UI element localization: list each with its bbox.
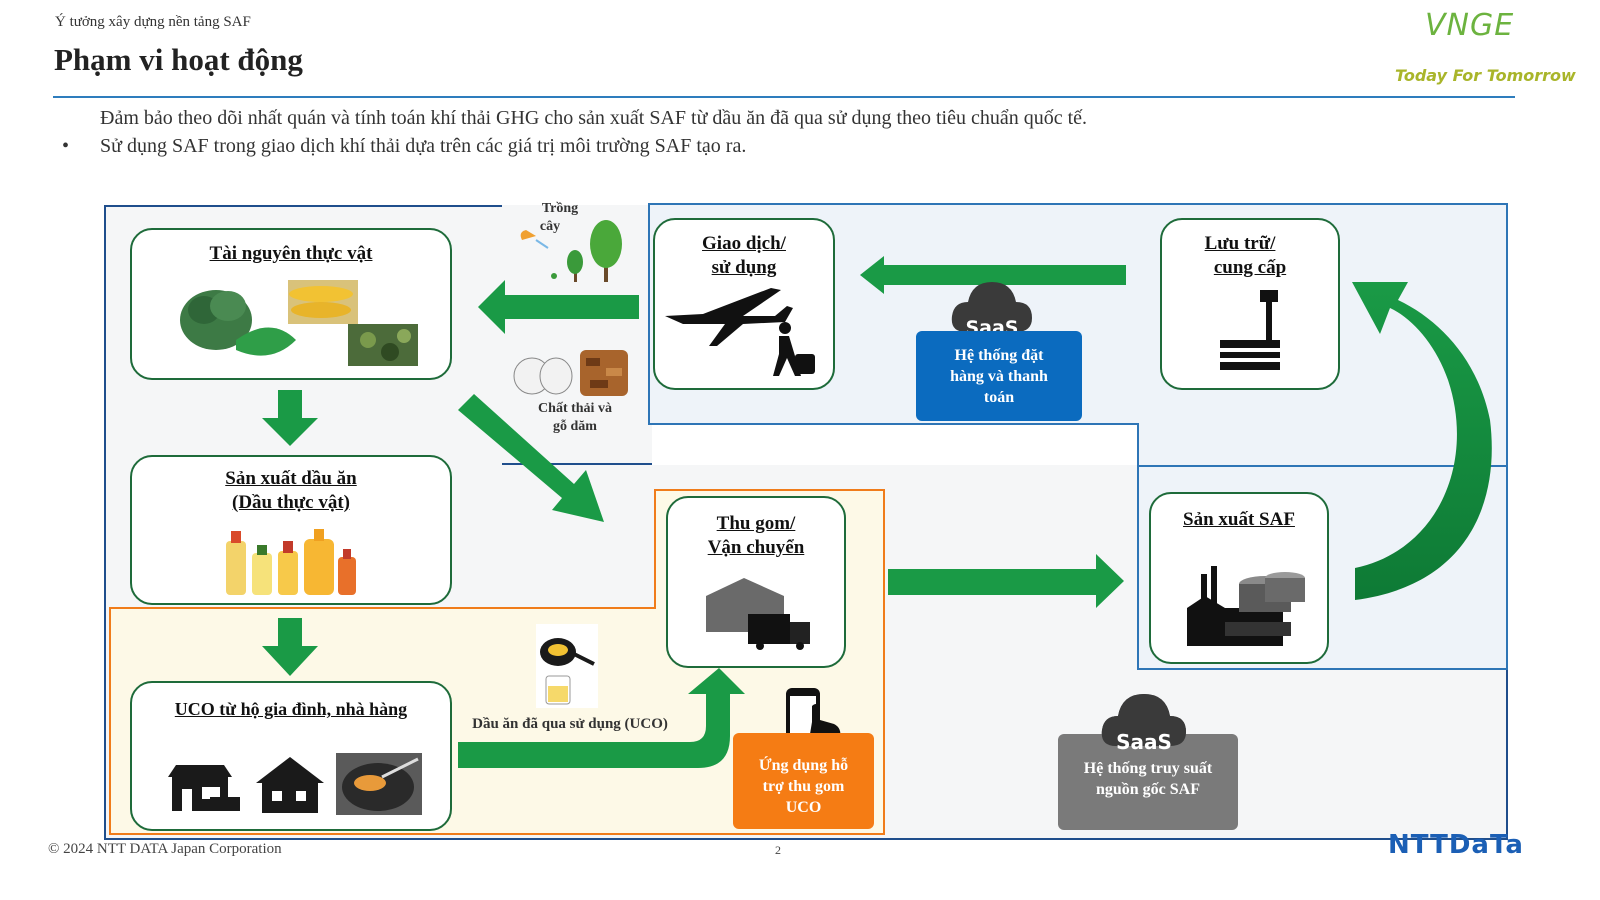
saas-traceability-line1: Hệ thống truy suất — [1083, 760, 1213, 777]
region-upstream-connector — [502, 205, 652, 465]
node-uco-source-title: UCO từ hộ gia đình, nhà hàng — [174, 699, 408, 719]
page-title: Phạm vi hoạt động — [54, 42, 303, 77]
arrow-to-plant-resources — [478, 280, 639, 334]
bullet-emission-trading: Sử dụng SAF trong giao dịch khí thải dựa… — [100, 135, 747, 157]
page-number: 2 — [775, 843, 781, 857]
footer-copyright: © 2024 NTT DATA Japan Corporation — [48, 841, 282, 857]
breadcrumb: Ý tưởng xây dựng nền tảng SAF — [55, 14, 251, 30]
arrow-plant-to-oil — [262, 390, 318, 446]
node-collection: Thu gom/ Vận chuyển — [666, 496, 846, 668]
saas-collection-app-line2: trợ thu gom — [762, 778, 845, 795]
node-plant-resources: Tài nguyên thực vật — [130, 228, 452, 380]
saas-ordering-line3: toán — [983, 389, 1015, 406]
broccoli-icon — [180, 290, 296, 356]
used-oil-pan-icon — [536, 624, 598, 708]
refinery-icon — [1187, 566, 1305, 646]
house-icon — [256, 757, 324, 813]
node-oil-production-title-2: (Dầu thực vật) — [232, 492, 350, 513]
arrow-storage-to-trading — [860, 256, 1126, 294]
node-oil-production: Sản xuất dầu ăn (Dầu thực vật) — [130, 455, 452, 605]
node-uco-source: UCO từ hộ gia đình, nhà hàng — [130, 681, 452, 831]
saas-cloud-ordering-icon — [951, 282, 1032, 332]
saas-cloud-traceability-front — [1101, 694, 1186, 746]
saas-collection-app-line3: UCO — [785, 799, 822, 816]
airplane-traveler-icon — [665, 288, 815, 376]
node-plant-resources-title: Tài nguyên thực vật — [209, 243, 373, 264]
label-uco-flow: Dầu ăn đã qua sử dụng (UCO) — [470, 715, 670, 733]
nttdata-logo: NTTDaTa — [1388, 830, 1524, 860]
plant-resources-illustration — [180, 280, 418, 366]
node-saf-production-title: Sản xuất SAF — [1183, 509, 1295, 530]
arrow-oil-to-uco — [262, 618, 318, 676]
corn-icon — [288, 280, 358, 324]
label-planting-line1: Trồng — [541, 201, 579, 216]
node-storage: Lưu trữ/ cung cấp — [1160, 218, 1340, 390]
node-storage-title-2: cung cấp — [1213, 257, 1287, 278]
saas-collection-app[interactable]: Ứng dụng hỗ trợ thu gom UCO — [733, 733, 874, 829]
traveler-icon — [773, 322, 815, 376]
region-ordering-extension — [1137, 423, 1508, 467]
label-waste-line2: gỗ dăm — [553, 419, 597, 434]
node-storage-title-1: Lưu trữ/ — [1204, 233, 1276, 254]
frying-pan-icon — [336, 753, 422, 815]
arrow-uco-to-collection — [458, 668, 745, 768]
saas-ordering-system: Hệ thống đặt hàng và thanh toán — [916, 331, 1082, 421]
bullet-symbol: • — [62, 135, 70, 157]
label-planting-line2: cây — [539, 219, 561, 234]
airport-tower-icon — [1220, 290, 1280, 370]
saas-traceability-line2: nguồn gốc SAF — [1095, 781, 1201, 798]
arrow-collection-to-saf — [888, 554, 1124, 608]
saas-collection-app-line1: Ứng dụng hỗ — [758, 757, 849, 774]
vnge-logo: VNGE — [1425, 8, 1515, 43]
cooking-oil-bottles-icon — [226, 529, 356, 595]
saas-traceability-system: Hệ thống truy suất nguồn gốc SAF — [1058, 734, 1238, 830]
airplane-icon — [665, 288, 793, 346]
node-collection-title-2: Vận chuyển — [707, 537, 805, 558]
label-waste-line1: Chất thải và — [538, 401, 612, 416]
warehouse-truck-icon — [706, 578, 810, 650]
saas-label-traceability-front: SaaS — [1116, 730, 1172, 754]
arrow-saf-to-storage — [1352, 282, 1492, 600]
uco-source-illustration — [168, 753, 422, 815]
arrow-waste-to-collection — [458, 394, 604, 522]
saas-ordering-line2: hàng và thanh — [950, 368, 1048, 385]
restaurant-icon — [168, 765, 240, 811]
planting-trees-icon — [520, 220, 622, 282]
title-divider — [53, 96, 1515, 98]
node-saf-production: Sản xuất SAF — [1149, 492, 1329, 664]
node-trading: Giao dịch/ sử dụng — [653, 218, 835, 390]
logo-tagline: Today For Tomorrow — [1395, 66, 1576, 85]
jatropha-icon — [348, 324, 418, 366]
saas-ordering-line1: Hệ thống đặt — [954, 347, 1044, 364]
node-trading-title-1: Giao dịch/ — [702, 233, 786, 254]
bullet-ghg-tracking: Đảm bảo theo dõi nhất quán và tính toán … — [100, 107, 1088, 129]
node-collection-title-1: Thu gom/ — [716, 513, 796, 534]
node-oil-production-title-1: Sản xuất dầu ăn — [225, 468, 357, 489]
node-trading-title-2: sử dụng — [711, 257, 777, 278]
waste-woodchips-icon — [513, 350, 628, 396]
